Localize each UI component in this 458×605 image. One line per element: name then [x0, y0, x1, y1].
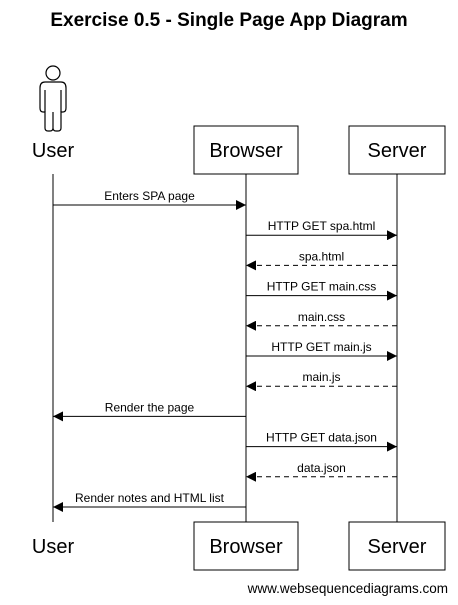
message-label-8: Render the page — [105, 400, 195, 414]
message-label-6: HTTP GET main.js — [271, 340, 371, 354]
browser-label-top: Browser — [209, 140, 283, 162]
user-label-top: User — [32, 140, 75, 162]
message-label-3: spa.html — [299, 249, 344, 263]
server-box-bottom — [348, 521, 446, 571]
message-label-4: HTTP GET main.css — [267, 280, 377, 294]
footer-watermark: www.websequencediagrams.com — [247, 581, 448, 596]
message-label-1: Enters SPA page — [104, 189, 195, 203]
server-label-bottom: Server — [368, 536, 427, 558]
message-label-11: Render notes and HTML list — [75, 491, 225, 505]
server-label-top: Server — [368, 140, 427, 162]
message-label-5: main.css — [298, 310, 345, 324]
browser-box-bottom — [193, 521, 299, 571]
message-label-7: main.js — [302, 370, 340, 384]
server-box-top — [348, 125, 446, 175]
user-actor-icon — [39, 65, 67, 132]
user-label-bottom: User — [32, 536, 75, 558]
message-label-10: data.json — [297, 461, 346, 475]
browser-label-bottom: Browser — [209, 536, 283, 558]
message-label-9: HTTP GET data.json — [266, 431, 377, 445]
diagram-title: Exercise 0.5 - Single Page App Diagram — [50, 10, 408, 31]
message-label-2: HTTP GET spa.html — [268, 219, 376, 233]
browser-box-top — [193, 125, 299, 175]
